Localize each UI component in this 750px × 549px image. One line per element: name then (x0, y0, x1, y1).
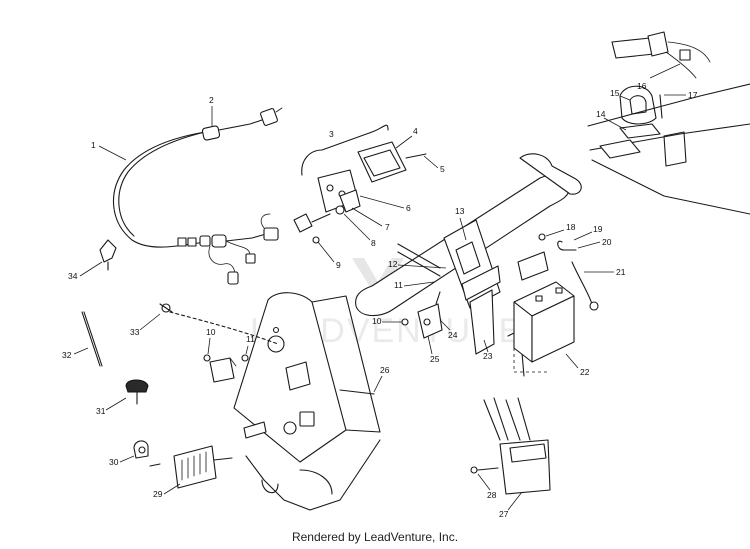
mounting-plate (169, 292, 381, 511)
callout-21: 21 (616, 267, 626, 277)
callout-8: 8 (371, 238, 376, 248)
callout-5: 5 (440, 164, 445, 174)
callout-12: 12 (388, 259, 398, 269)
callout-22: 22 (580, 367, 590, 377)
callout-23: 23 (483, 351, 493, 361)
callout-28: 28 (487, 490, 497, 500)
fasteners (81, 303, 173, 405)
callout-11b: 11 (394, 280, 403, 290)
callout-17: 17 (688, 90, 698, 100)
tail-light-assembly (293, 124, 427, 244)
callout-1: 1 (91, 140, 96, 150)
callout-9: 9 (336, 260, 341, 270)
callout-15: 15 (610, 88, 620, 98)
horn-and-switch (587, 31, 750, 215)
callout-10: 10 (206, 327, 216, 337)
callout-13: 13 (455, 206, 465, 216)
callout-31: 31 (96, 406, 106, 416)
callout-19: 19 (593, 224, 603, 234)
callout-18: 18 (566, 222, 576, 232)
callout-4: 4 (413, 126, 418, 136)
callout-26: 26 (380, 365, 390, 375)
battery (513, 233, 599, 373)
callout-29: 29 (153, 489, 163, 499)
callout-25: 25 (430, 354, 440, 364)
callout-7: 7 (385, 222, 390, 232)
relay (203, 354, 249, 383)
wiring-harness (99, 107, 283, 285)
callout-2: 2 (209, 95, 214, 105)
callout-16: 16 (637, 81, 647, 91)
callout-30: 30 (109, 457, 119, 467)
footer-credit: Rendered by LeadVenture, Inc. (291, 530, 459, 544)
callout-32: 32 (62, 350, 72, 360)
callout-24: 24 (448, 330, 458, 340)
rectifier (133, 440, 233, 489)
voltage-regulator (470, 397, 551, 495)
callout-20: 20 (602, 237, 612, 247)
callout-27: 27 (499, 509, 509, 519)
rear-frame (355, 153, 582, 377)
callout-14: 14 (596, 109, 606, 119)
callout-10b: 10 (372, 316, 382, 326)
callout-labels: 1 2 3 4 5 6 7 8 9 10 10 11 11 12 13 14 1… (62, 63, 698, 519)
callout-33: 33 (130, 327, 140, 337)
callout-34: 34 (68, 271, 78, 281)
callout-6: 6 (406, 203, 411, 213)
callout-11: 11 (246, 334, 255, 344)
callout-3: 3 (329, 129, 334, 139)
